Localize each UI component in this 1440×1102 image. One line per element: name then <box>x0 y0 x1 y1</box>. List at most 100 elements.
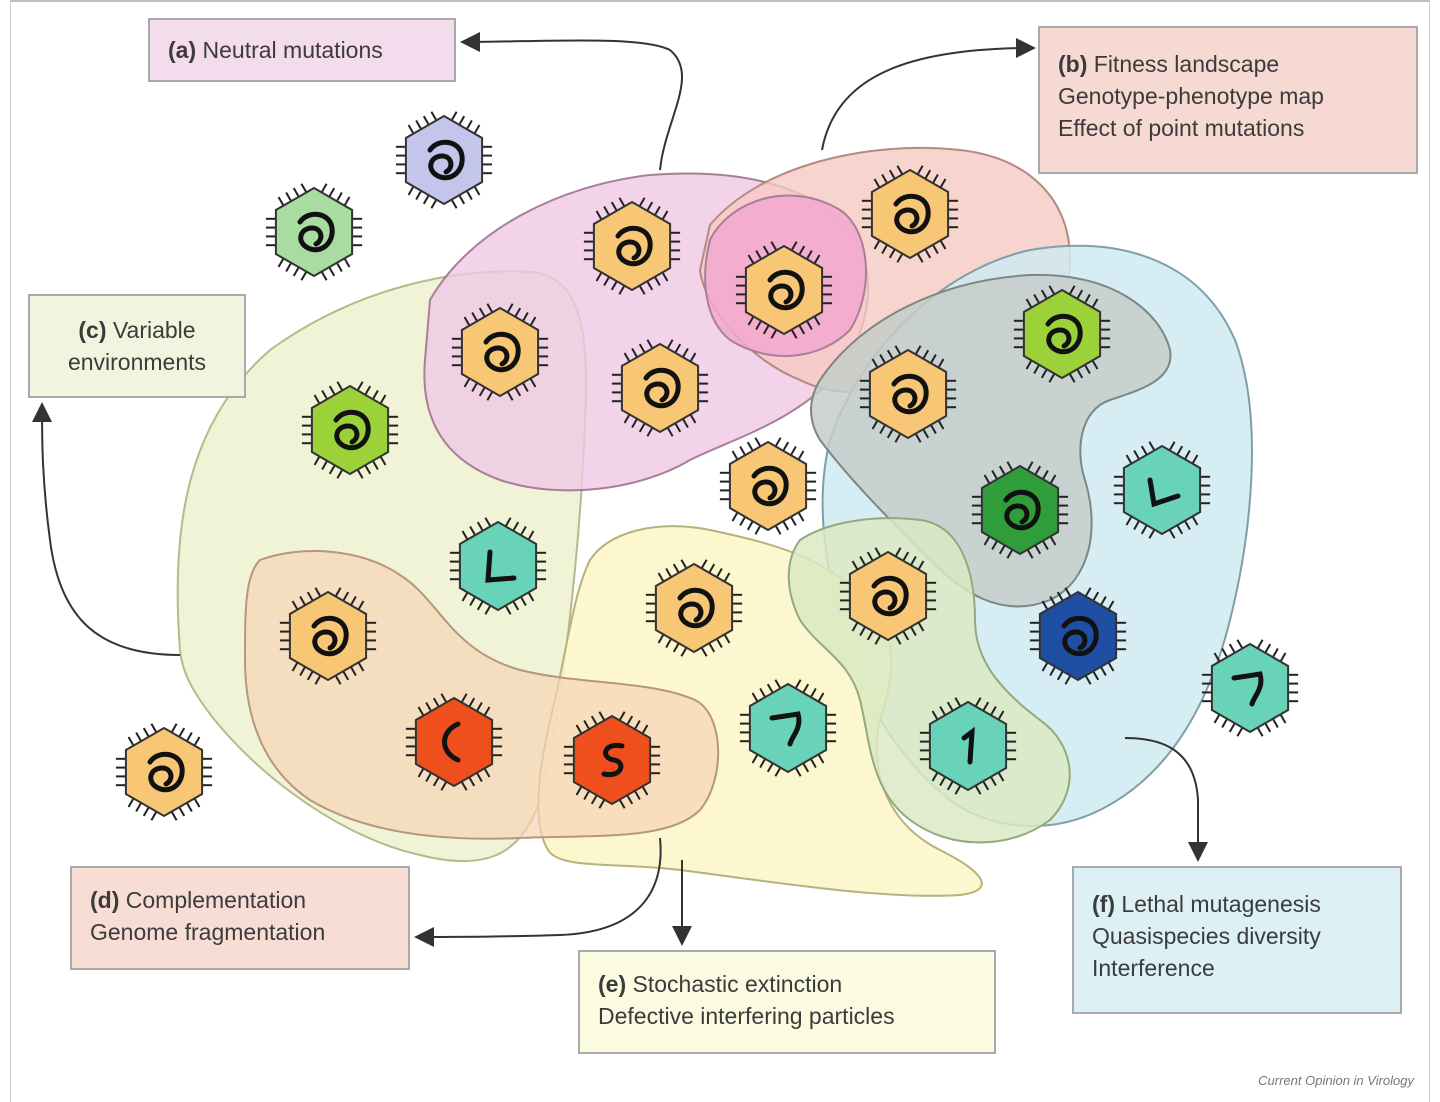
virus-capsid <box>848 550 928 642</box>
virus-spikes <box>859 345 957 443</box>
label-text: Genotype-phenotype map <box>1058 83 1324 109</box>
label-text: Stochastic extinction <box>632 971 843 997</box>
label-text: Interference <box>1092 955 1215 981</box>
virus-capsid <box>748 682 828 774</box>
virus-spikes <box>611 339 709 437</box>
label-text: Variable <box>112 317 196 343</box>
virus-genome <box>1003 489 1041 531</box>
arrow-to-f <box>1124 737 1208 862</box>
virus-particle <box>1013 285 1111 383</box>
virus-spikes <box>583 197 681 295</box>
virus-genome <box>615 225 653 267</box>
virus-capsid <box>728 440 808 532</box>
virus-particle <box>739 679 837 777</box>
label-letter: (e) <box>598 971 627 997</box>
label-text: Genome fragmentation <box>90 919 326 945</box>
virus-genome <box>297 211 335 253</box>
figure-credit: Current Opinion in Virology <box>1258 1073 1414 1088</box>
virus-particle <box>719 437 817 535</box>
virus-genome <box>769 711 802 747</box>
virus-genome <box>871 575 909 617</box>
virus-capsid <box>744 244 824 336</box>
virus-capsid <box>458 520 538 612</box>
virus-capsid <box>868 348 948 440</box>
virus-genome <box>677 587 715 629</box>
label-text: Complementation <box>125 887 307 913</box>
virus-particle <box>1029 587 1127 685</box>
virus-genome <box>483 331 521 373</box>
viruses <box>115 111 1299 821</box>
label-letter: (d) <box>90 887 120 913</box>
virus-capsid <box>980 464 1060 556</box>
virus-genome <box>893 193 931 235</box>
virus-capsid <box>124 726 204 818</box>
label-a-neutral-mutations: (a) Neutral mutations <box>148 18 456 82</box>
virus-genome <box>1061 615 1099 657</box>
virus-particle <box>265 183 363 281</box>
label-e-stochastic-extinction: (e) Stochastic extinction Defective inte… <box>578 950 996 1054</box>
virus-particle <box>919 697 1017 795</box>
label-letter: (f) <box>1092 891 1115 917</box>
virus-genome <box>311 615 349 657</box>
virus-spikes <box>395 111 493 209</box>
virus-particle <box>301 381 399 479</box>
virus-capsid <box>310 384 390 476</box>
virus-spikes <box>971 461 1069 559</box>
virus-particle <box>971 461 1069 559</box>
virus-spikes <box>1201 639 1299 737</box>
figure-frame <box>10 0 1430 1102</box>
label-text: Lethal mutagenesis <box>1121 891 1321 917</box>
label-text: Neutral mutations <box>202 37 383 63</box>
virus-genome <box>601 742 625 778</box>
virus-genome <box>485 549 517 583</box>
virus-spikes <box>115 723 213 821</box>
virus-capsid <box>404 114 484 206</box>
virus-particle <box>861 165 959 263</box>
virus-genome <box>1045 313 1083 355</box>
virus-particle <box>395 111 493 209</box>
virus-genome <box>1147 477 1181 508</box>
virus-particle <box>563 711 661 809</box>
virus-spikes <box>563 711 661 809</box>
arrow-to-d <box>414 837 662 947</box>
label-b-fitness-landscape: (b) Fitness landscape Genotype-phenotype… <box>1038 26 1418 174</box>
virus-capsid <box>1038 590 1118 682</box>
virus-particle <box>859 345 957 443</box>
virus-spikes <box>839 547 937 645</box>
label-letter: (c) <box>78 317 107 343</box>
virus-particle <box>449 517 547 615</box>
virus-particle <box>735 241 833 339</box>
virus-particle <box>611 339 709 437</box>
virus-capsid <box>460 306 540 398</box>
label-text: Quasispecies diversity <box>1092 923 1321 949</box>
virus-capsid <box>870 168 950 260</box>
virus-spikes <box>919 697 1017 795</box>
label-letter: (b) <box>1058 51 1088 77</box>
label-text: Effect of point mutations <box>1058 115 1305 141</box>
virus-spikes <box>265 183 363 281</box>
virus-particle <box>1113 441 1211 539</box>
virus-spikes <box>645 559 743 657</box>
virus-genome <box>767 269 805 311</box>
virus-genome <box>427 139 465 181</box>
virus-particle <box>115 723 213 821</box>
virus-genome <box>961 726 975 765</box>
virus-particle <box>279 587 377 685</box>
virus-genome <box>147 751 185 793</box>
virus-capsid <box>654 562 734 654</box>
virus-spikes <box>405 693 503 791</box>
virus-spikes <box>739 679 837 777</box>
virus-genome <box>751 465 789 507</box>
virus-spikes <box>735 241 833 339</box>
virus-capsid <box>288 590 368 682</box>
virus-genome <box>643 367 681 409</box>
label-letter: (a) <box>168 37 197 63</box>
virus-genome <box>442 721 461 763</box>
virus-spikes <box>719 437 817 535</box>
virus-particle <box>451 303 549 401</box>
label-text: environments <box>67 349 207 375</box>
virus-particle <box>1201 639 1299 737</box>
arrow-to-c <box>32 402 181 656</box>
